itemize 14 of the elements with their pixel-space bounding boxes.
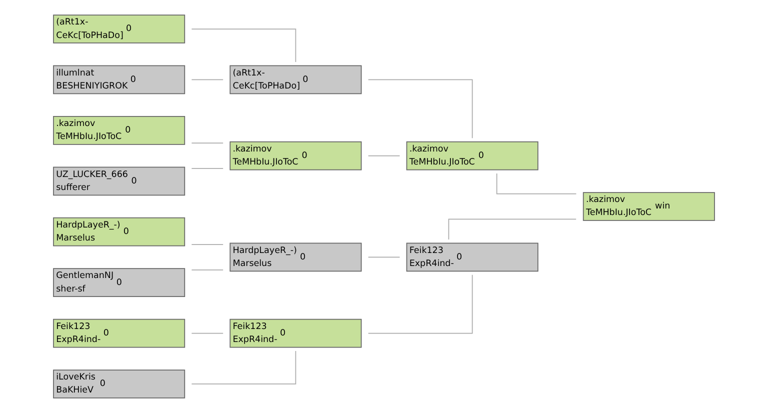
connector xyxy=(191,168,224,169)
connector xyxy=(191,79,224,80)
connector xyxy=(368,274,473,334)
connector xyxy=(368,256,400,258)
connector xyxy=(191,142,224,144)
connector xyxy=(191,350,296,384)
connector xyxy=(191,269,224,270)
connector xyxy=(448,218,577,240)
connector xyxy=(191,28,296,62)
connector xyxy=(368,155,400,156)
connector xyxy=(496,173,577,194)
connector xyxy=(368,79,473,139)
connector xyxy=(191,332,224,334)
connector xyxy=(191,244,224,245)
